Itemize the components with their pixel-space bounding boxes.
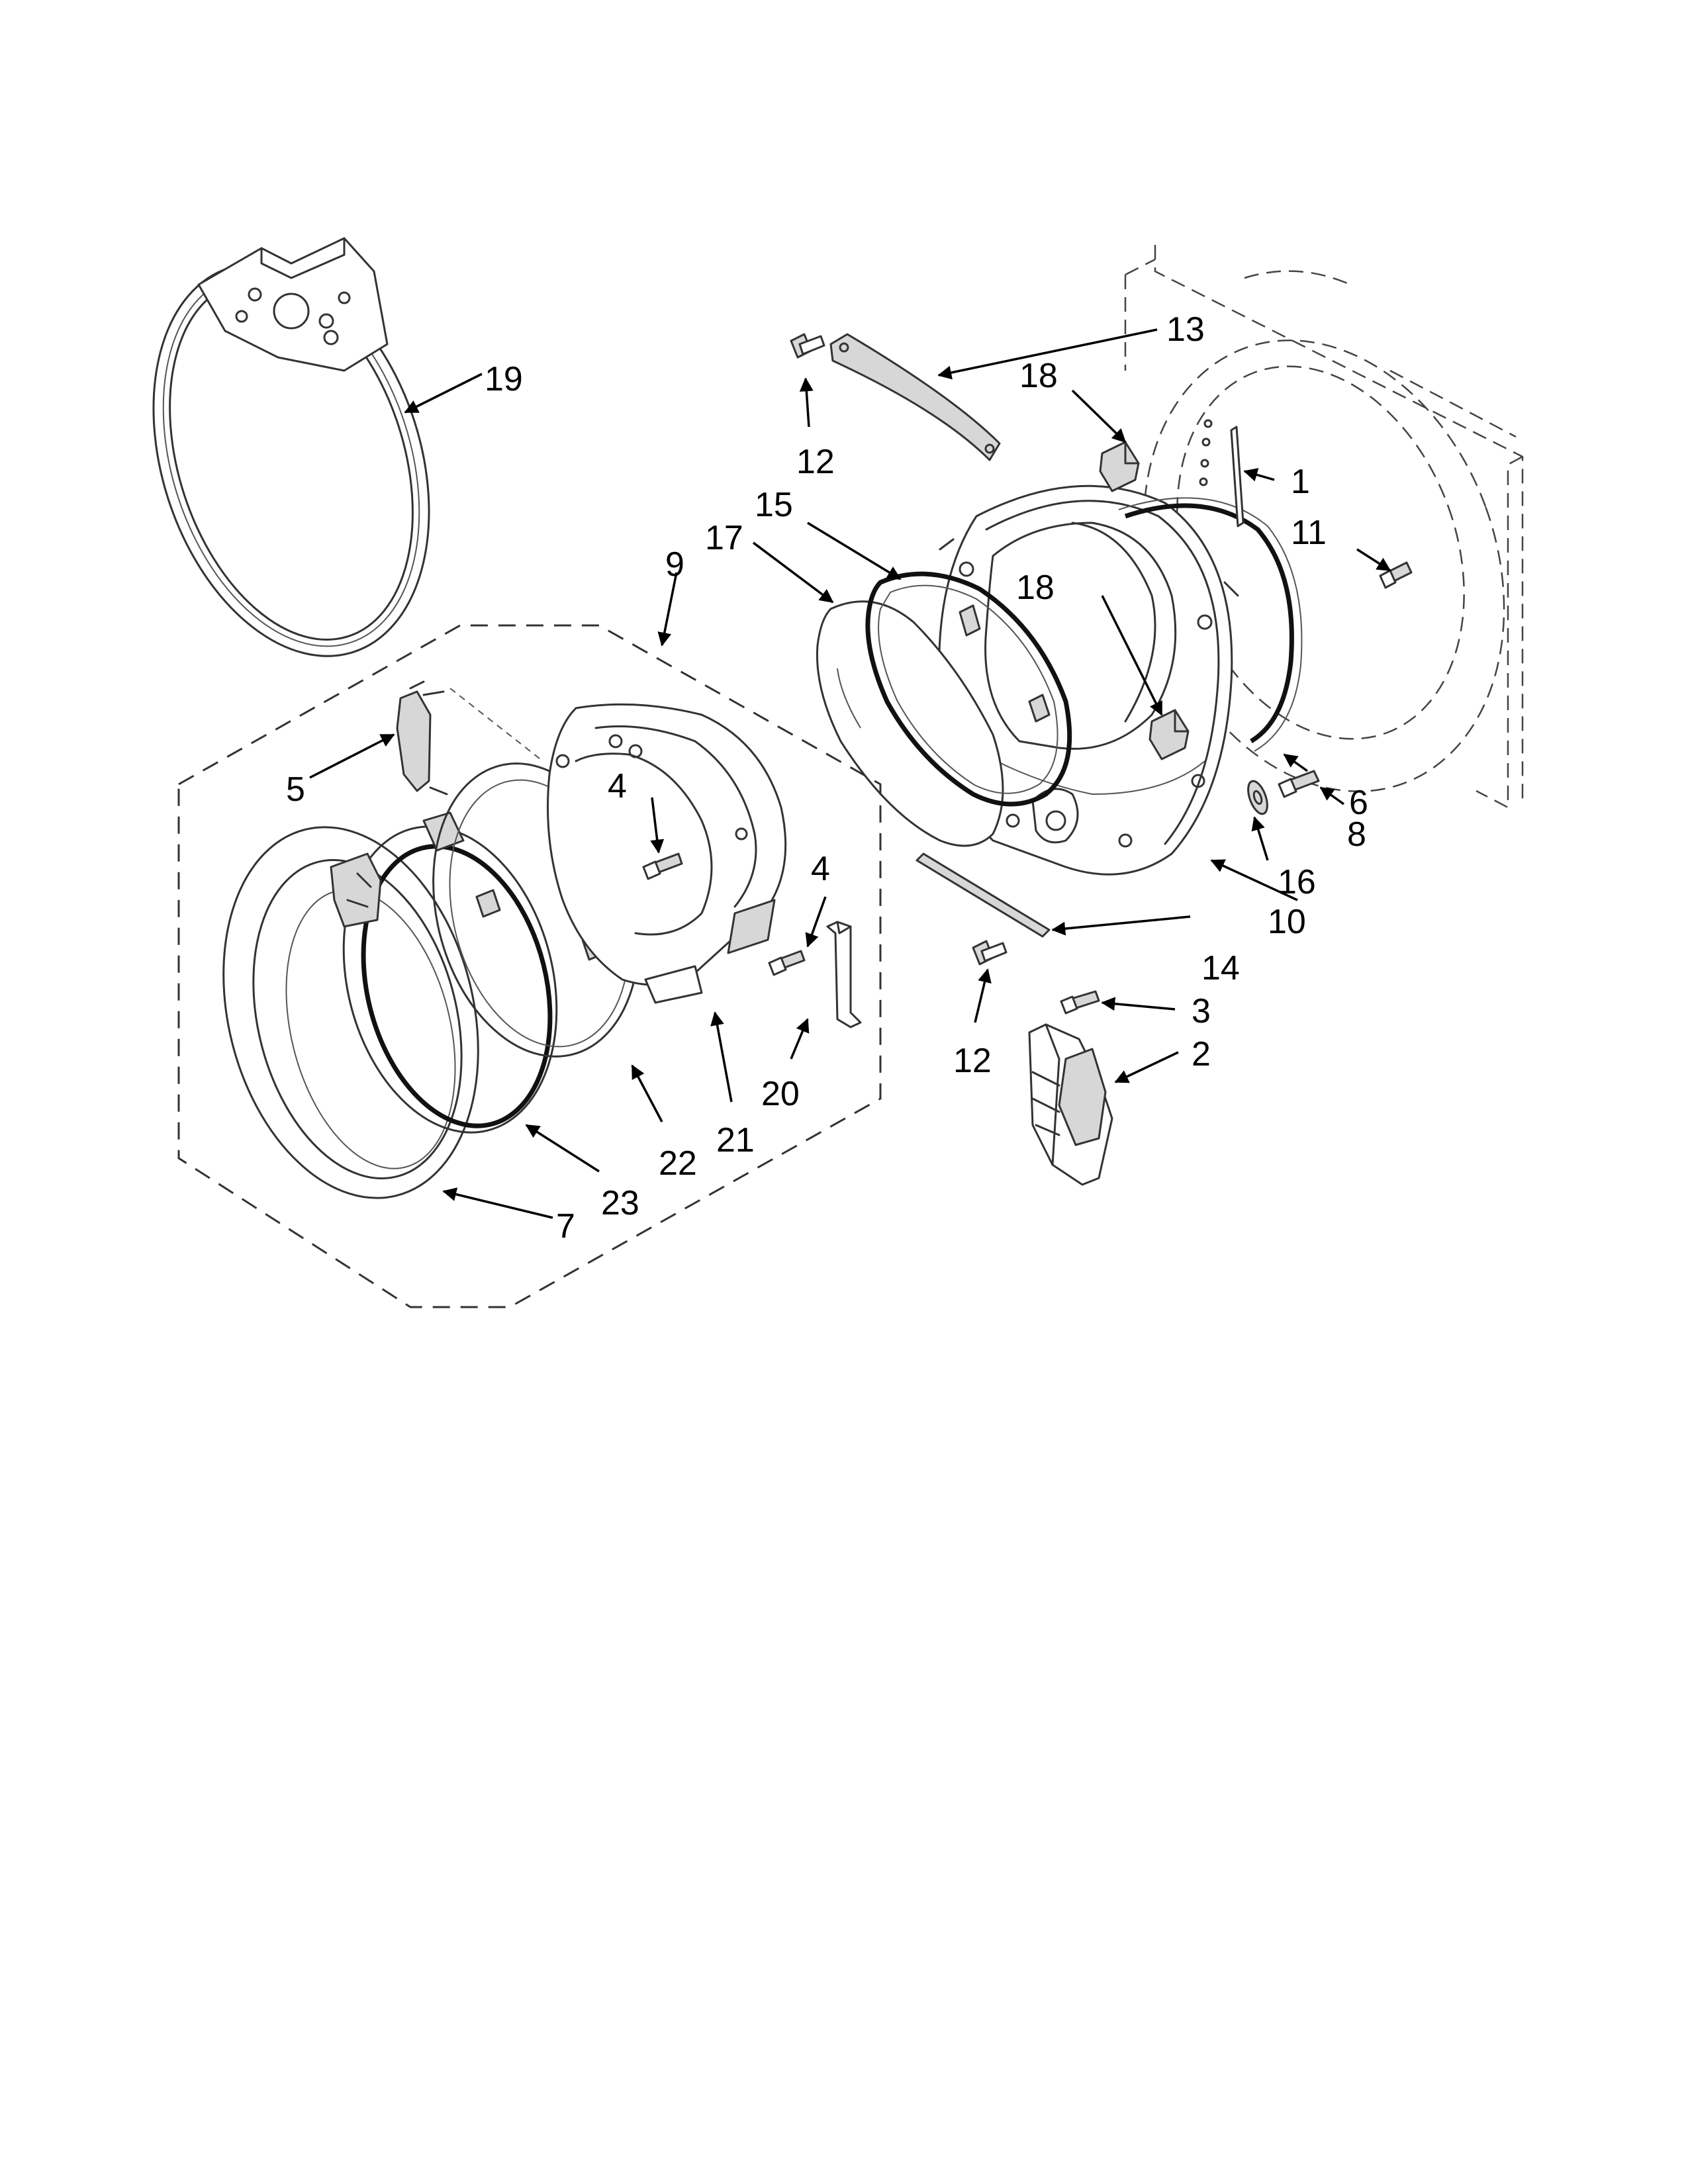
callout-21: 21 [716, 1121, 755, 1160]
leader-lines [309, 328, 1391, 1219]
callout-4-lower: 4 [811, 850, 830, 888]
part-11-screw [1379, 561, 1413, 589]
callout-3: 3 [1192, 992, 1211, 1030]
part-3-screw [1060, 990, 1100, 1015]
callout-16: 16 [1278, 863, 1316, 901]
callout-19: 19 [485, 360, 523, 398]
part-20-bracket [826, 921, 862, 1028]
part-5-hinge [396, 680, 543, 796]
part-4-screw-upper [642, 852, 683, 880]
callout-18-lower: 18 [1016, 569, 1055, 607]
callout-15: 15 [755, 486, 793, 524]
callout-labels: 1 2 3 4 4 5 6 7 8 9 10 11 12 12 13 14 15… [286, 310, 1368, 1246]
callout-18-upper: 18 [1019, 357, 1058, 395]
callout-2: 2 [1192, 1035, 1211, 1073]
part-16-washer [1247, 780, 1268, 815]
part-15-door-seal [865, 571, 1072, 807]
callout-5: 5 [286, 770, 305, 809]
part-14-strip [915, 852, 1051, 938]
callout-17: 17 [705, 519, 743, 557]
callout-7: 7 [556, 1207, 575, 1246]
callout-9: 9 [665, 545, 684, 584]
part-18-clip-upper [1099, 441, 1140, 492]
part-9-door-assembly-boundary [177, 624, 882, 1308]
part-21-door-panel [547, 703, 787, 1004]
part-4-screw-lower [768, 950, 806, 976]
part-2-door-latch [1028, 1023, 1113, 1186]
part-19-rear-ring [152, 237, 430, 657]
part-10-front-panel [938, 484, 1239, 876]
callout-14: 14 [1201, 949, 1240, 987]
callout-23: 23 [601, 1184, 639, 1222]
callout-11: 11 [1291, 514, 1327, 552]
callout-8: 8 [1347, 815, 1366, 854]
part-12-screw-bottom [972, 940, 1008, 966]
part-1-bracket [1199, 419, 1244, 527]
callout-12-bottom: 12 [953, 1042, 992, 1080]
callout-4-upper: 4 [608, 767, 627, 805]
part-12-screw-top [790, 333, 825, 359]
part-6-gasket [1118, 497, 1303, 752]
callout-20: 20 [761, 1075, 800, 1113]
callout-1: 1 [1291, 463, 1310, 501]
callout-10: 10 [1268, 903, 1306, 941]
callout-13: 13 [1166, 310, 1205, 349]
part-8-screw [1278, 770, 1320, 798]
part-13-strap [829, 333, 1001, 461]
callout-12-top: 12 [796, 443, 835, 481]
part-18-clip-lower [1149, 709, 1190, 760]
part-23-inner-ring [330, 811, 558, 1134]
callout-6: 6 [1349, 784, 1368, 822]
callout-22: 22 [659, 1144, 697, 1183]
